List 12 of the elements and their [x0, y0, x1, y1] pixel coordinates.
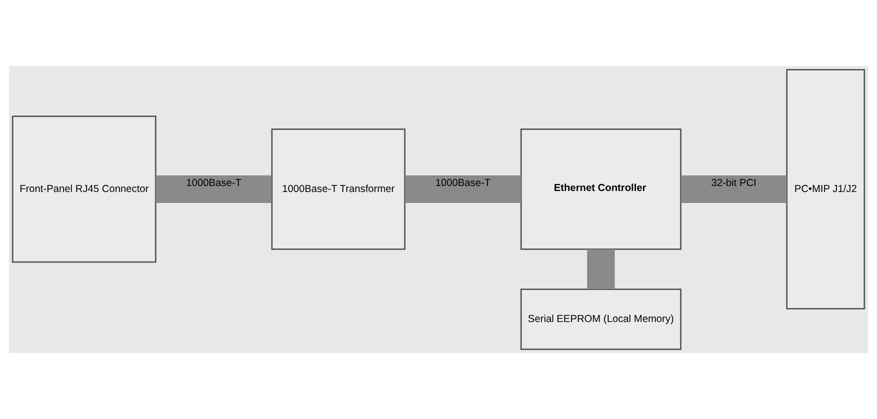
node-box: Ethernet Controller [520, 128, 682, 250]
connector [156, 175, 272, 204]
edge-label: 32-bit PCI [711, 178, 756, 190]
connector [405, 175, 521, 204]
connector [681, 175, 787, 204]
node-box: PC•MIP J1/J2 [786, 69, 866, 310]
node-box: Serial EEPROM (Local Memory) [520, 288, 682, 350]
node-box: Front-Panel RJ45 Connector [12, 116, 156, 263]
edge-label: 1000Base-T [435, 178, 491, 190]
node-box: 1000Base-T Transformer [271, 128, 406, 250]
edge-label: 1000Base-T [186, 178, 242, 190]
connector [587, 249, 615, 290]
